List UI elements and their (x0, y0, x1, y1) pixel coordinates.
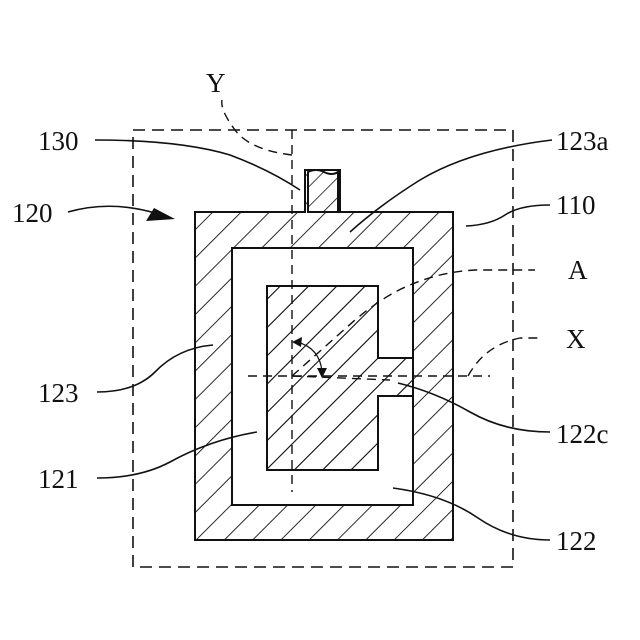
label-123: 123 (38, 378, 79, 408)
x-axis-leader (468, 338, 540, 376)
arrow-120-head (146, 208, 175, 221)
arrow-120-line (68, 206, 155, 213)
leader-110 (466, 205, 550, 226)
leader-130 (95, 140, 300, 190)
label-122: 122 (556, 526, 597, 556)
label-x: X (566, 324, 586, 354)
label-110: 110 (556, 190, 596, 220)
feed-line-130-hatch (308, 170, 338, 212)
label-120: 120 (12, 198, 53, 228)
y-axis-leader (222, 100, 292, 155)
label-y: Y (206, 68, 226, 98)
label-121: 121 (38, 464, 79, 494)
label-a: A (568, 255, 588, 285)
label-130: 130 (38, 126, 79, 156)
label-122c: 122c (556, 419, 609, 449)
label-123a: 123a (556, 126, 609, 156)
